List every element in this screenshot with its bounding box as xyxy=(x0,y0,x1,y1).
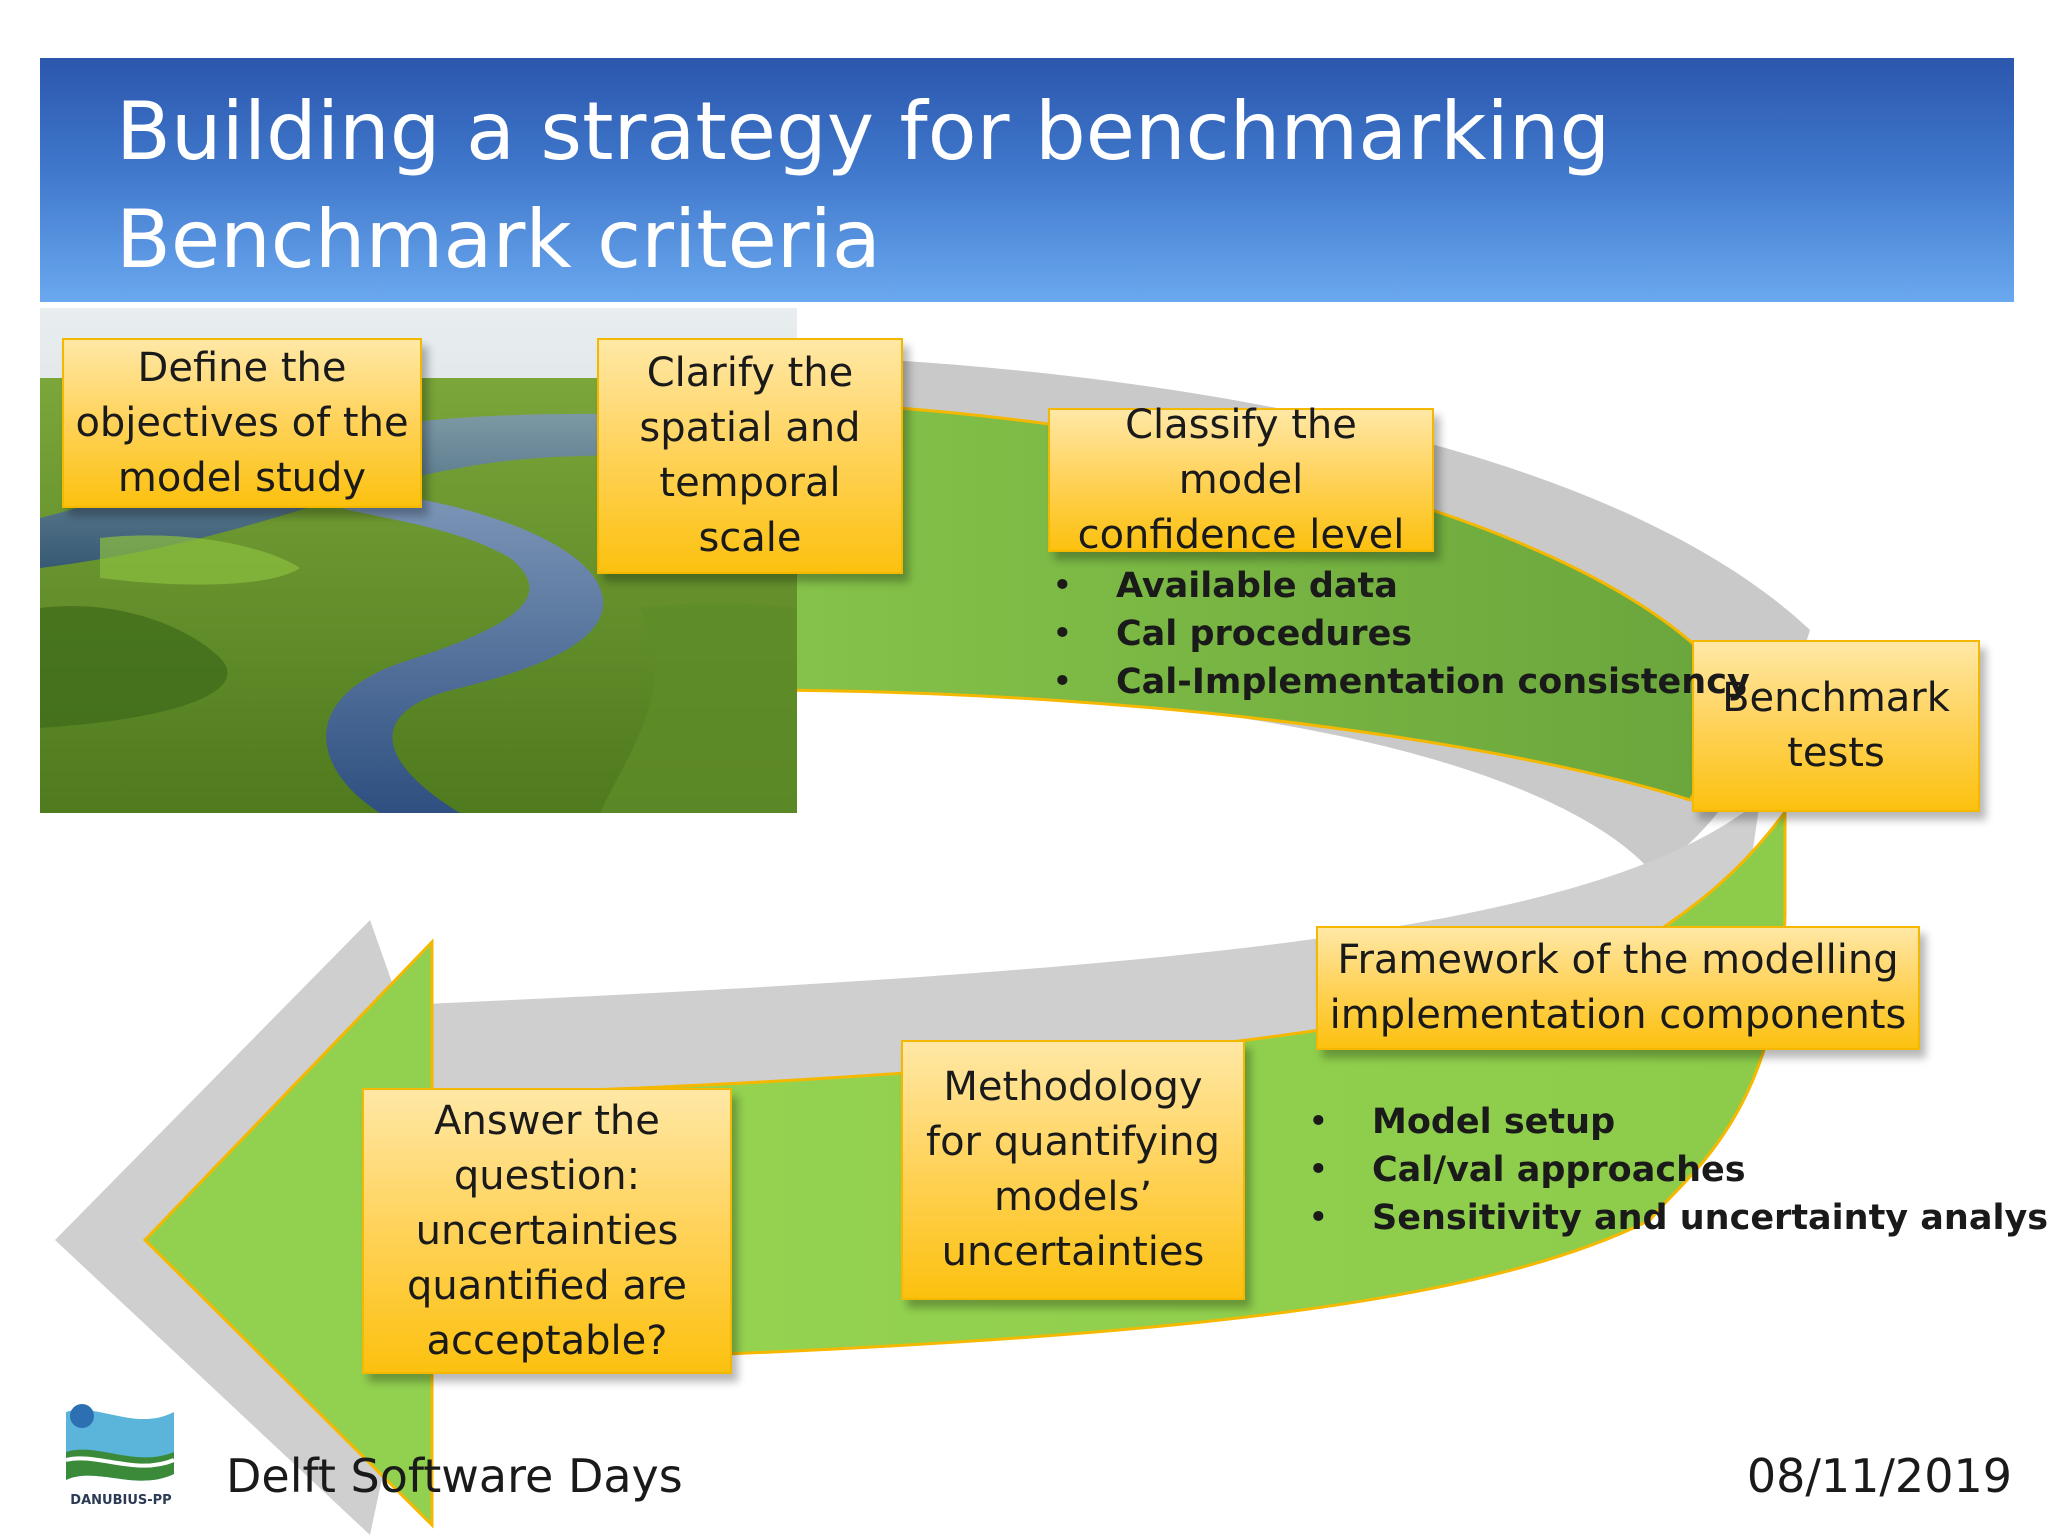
step-define-objectives: Define the objectives of the model study xyxy=(62,338,422,508)
step-line: scale xyxy=(698,515,802,561)
step-framework-components: Framework of the modelling implementatio… xyxy=(1316,926,1920,1050)
footer-event: Delft Software Days xyxy=(226,1449,683,1503)
step-line: confidence level xyxy=(1077,511,1405,558)
step-clarify-scale: Clarify the spatial and temporal scale xyxy=(597,338,903,574)
step-line: acceptable? xyxy=(426,1317,668,1364)
step-line: implementation components xyxy=(1329,992,1907,1038)
framework-components-list: Model setup Cal/val approaches Sensitivi… xyxy=(1308,1098,2048,1242)
confidence-criteria-list: Available data Cal procedures Cal-Implem… xyxy=(1052,562,1750,706)
logo-label: DANUBIUS-PP xyxy=(70,1493,171,1508)
danubius-logo: DANUBIUS-PP xyxy=(65,1404,175,1508)
list-item: Available data xyxy=(1052,562,1750,610)
step-line: Classify the model xyxy=(1125,401,1357,503)
list-item: Cal-Implementation consistency xyxy=(1052,658,1750,706)
slide-title: Building a strategy for benchmarking xyxy=(116,85,1611,178)
step-line: Methodology xyxy=(943,1064,1203,1110)
list-item: Model setup xyxy=(1308,1098,2048,1146)
step-line: quantified are xyxy=(407,1262,687,1309)
step-line: objectives of the xyxy=(75,399,409,446)
step-line: for quantifying xyxy=(925,1119,1221,1165)
list-item: Cal procedures xyxy=(1052,610,1750,658)
step-line: question: xyxy=(453,1152,641,1199)
step-line: Framework of the modelling xyxy=(1337,937,1899,983)
step-line: models’ xyxy=(993,1174,1153,1220)
title-banner xyxy=(40,58,2014,302)
list-item: Sensitivity and uncertainty analyses xyxy=(1308,1194,2048,1242)
step-classify-confidence: Classify the model confidence level xyxy=(1048,402,1434,558)
step-line: uncertainties xyxy=(941,1229,1205,1275)
step-line: Clarify the xyxy=(646,350,854,396)
step-line: Answer the xyxy=(434,1097,660,1144)
step-line: uncertainties xyxy=(415,1207,679,1254)
slide-subtitle: Benchmark criteria xyxy=(116,193,881,286)
list-item: Cal/val approaches xyxy=(1308,1146,2048,1194)
step-line: Benchmark xyxy=(1722,675,1950,721)
step-answer-question: Answer the question: uncertainties quant… xyxy=(362,1088,732,1374)
step-line: spatial and xyxy=(639,405,861,451)
footer-date: 08/11/2019 xyxy=(1746,1449,2012,1503)
step-line: temporal xyxy=(659,460,841,506)
step-line: model study xyxy=(117,454,367,501)
step-line: tests xyxy=(1787,730,1885,776)
step-line: Define the xyxy=(137,344,347,391)
step-methodology-uncertainties: Methodology for quantifying models’ unce… xyxy=(901,1040,1245,1300)
